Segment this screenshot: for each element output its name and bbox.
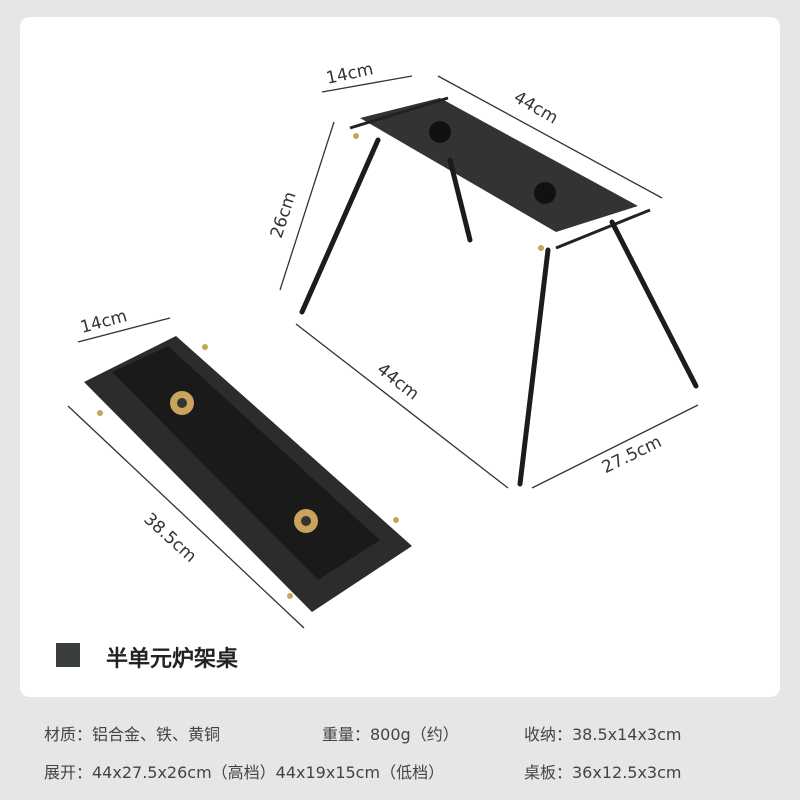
dimension-lines bbox=[67, 75, 699, 629]
spec-tabletop: 桌板：36x12.5x3cm bbox=[524, 763, 682, 782]
folded-table-icon bbox=[84, 336, 412, 612]
spec-material: 材质：铝合金、铁、黄铜 bbox=[44, 725, 221, 744]
title-marker bbox=[56, 643, 80, 667]
product-title: 半单元炉架桌 bbox=[106, 647, 239, 672]
spec-storage: 收纳：38.5x14x3cm bbox=[524, 725, 682, 744]
standing-table-icon bbox=[299, 96, 699, 487]
spec-weight: 重量：800g（约） bbox=[322, 725, 459, 744]
spec-expanded: 展开：44x27.5x26cm（高档）44x19x15cm（低档） bbox=[44, 763, 445, 782]
